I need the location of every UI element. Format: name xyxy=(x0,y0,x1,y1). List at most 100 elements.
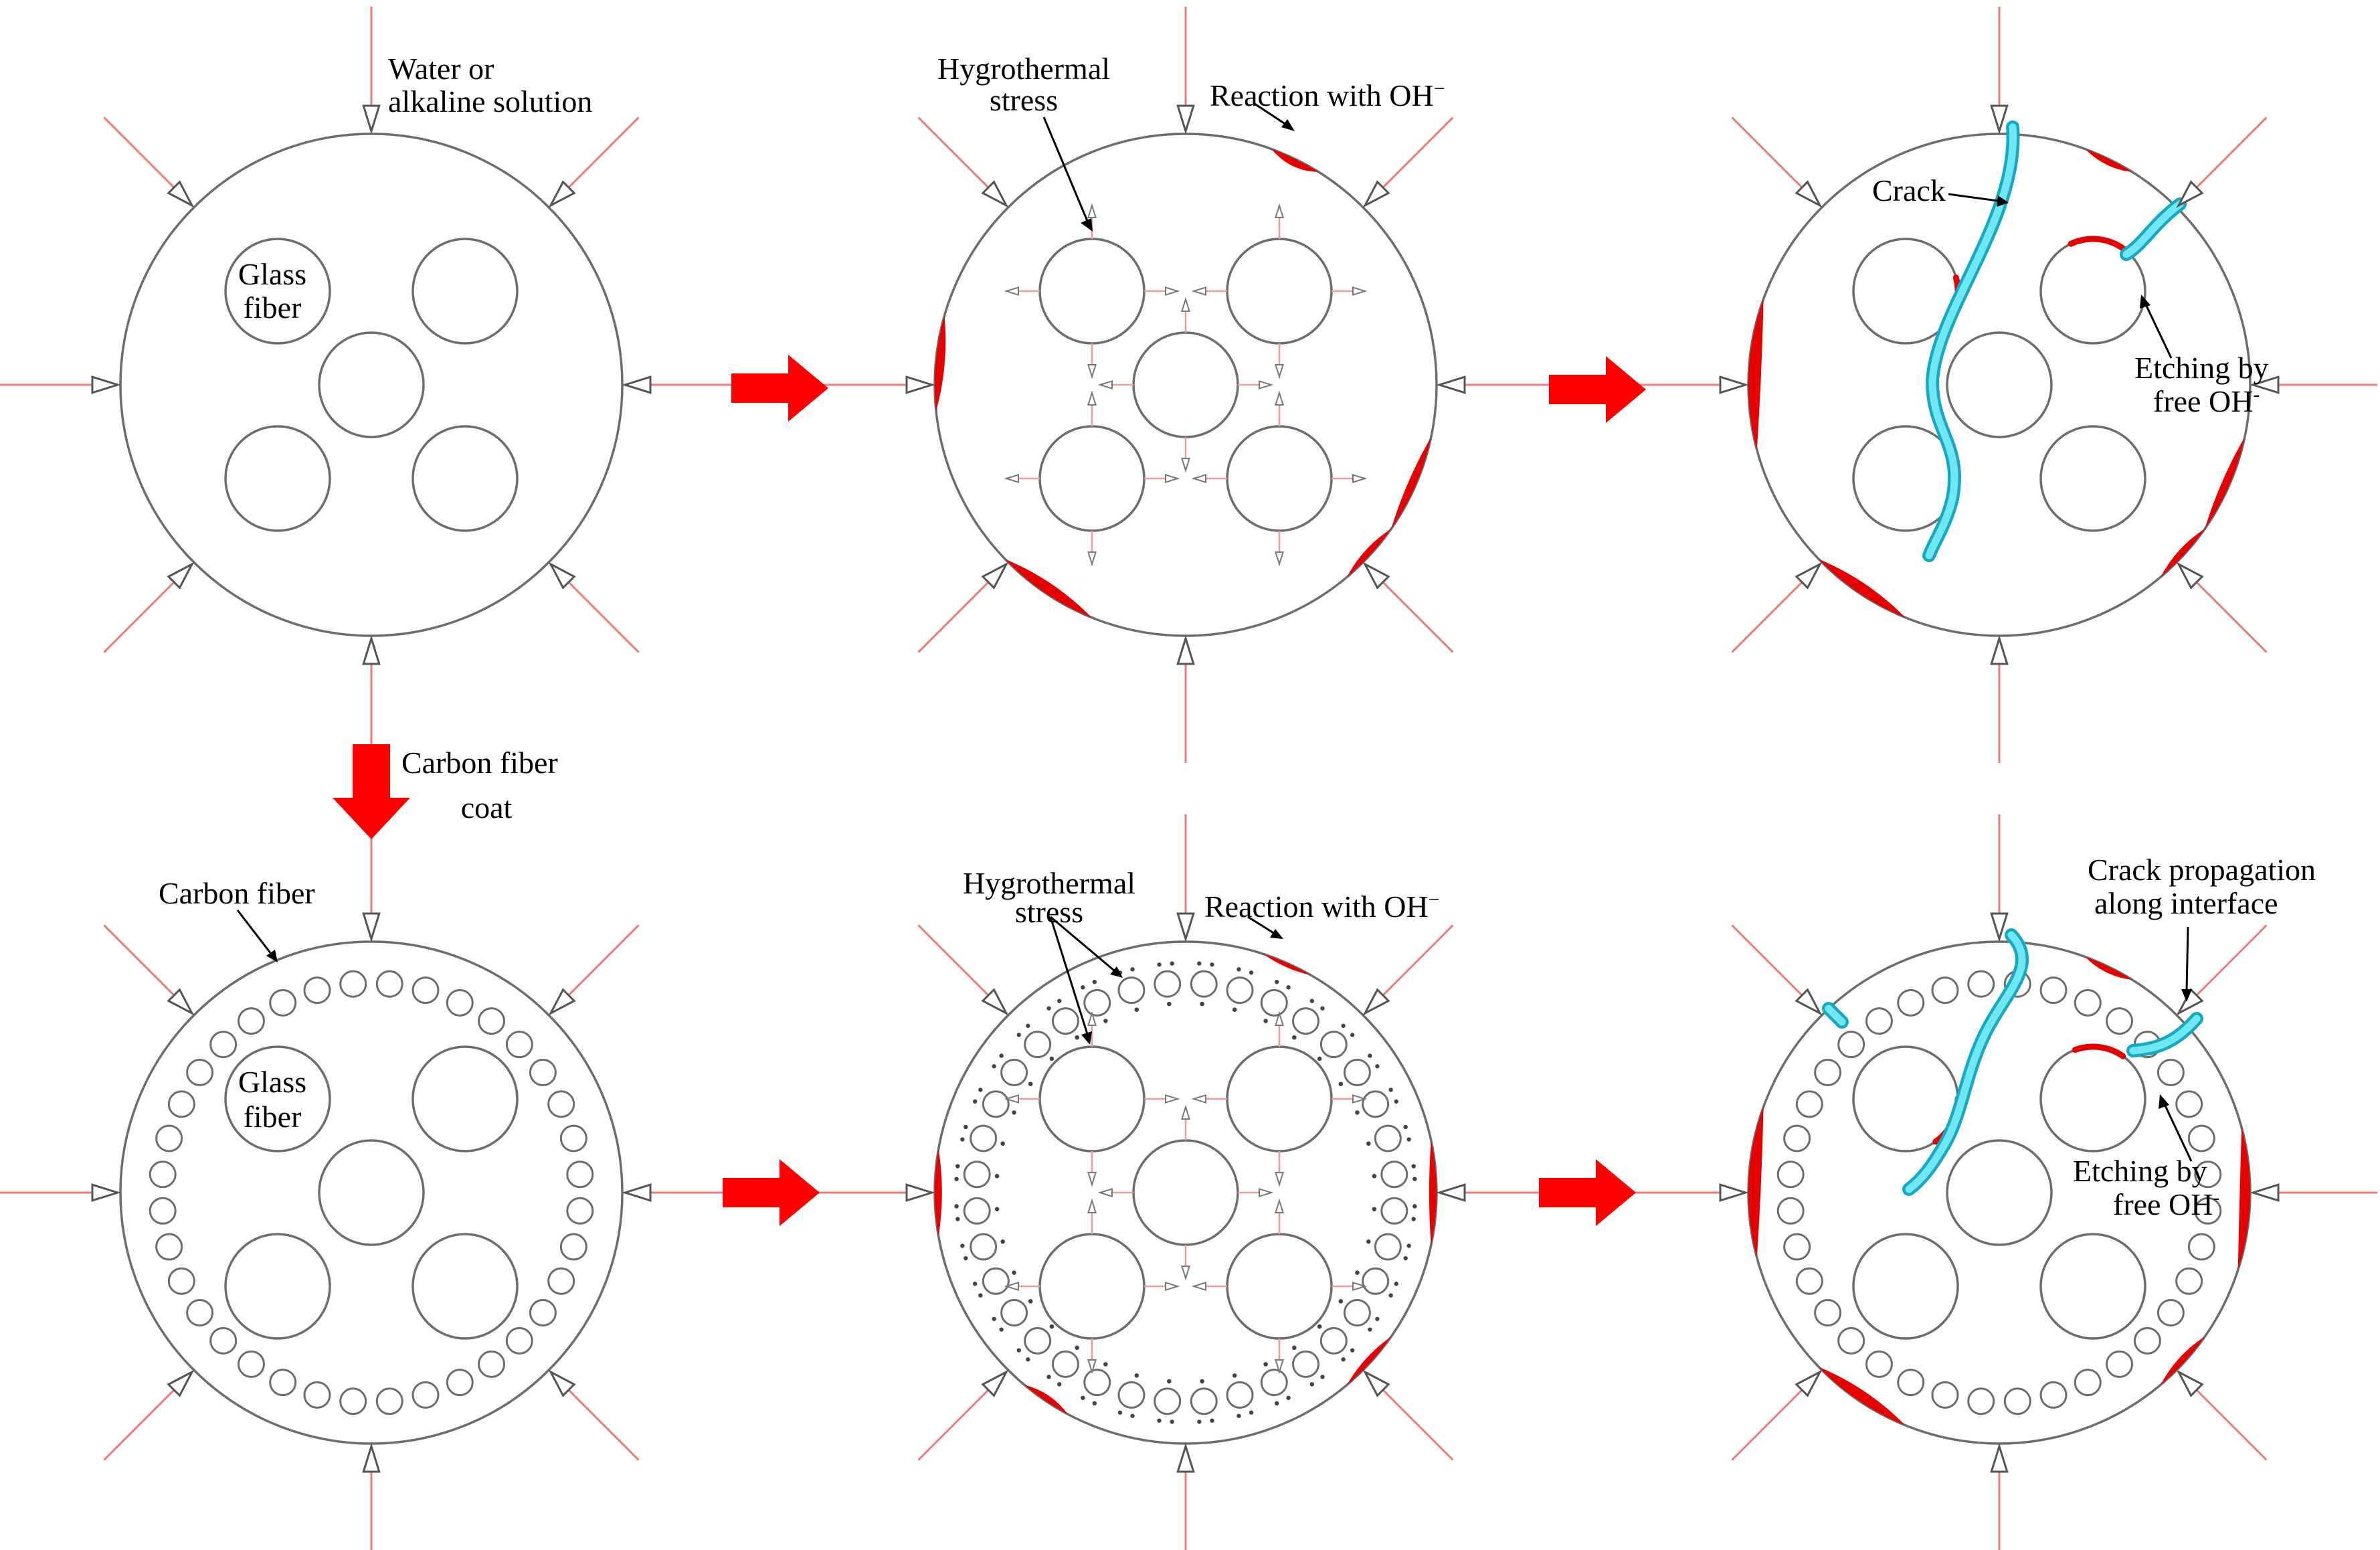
process-arrow-icon-2 xyxy=(1549,356,1646,423)
p4-attack-ray-135 xyxy=(103,1388,176,1461)
leader-hygro-2a-arrowhead xyxy=(1110,966,1123,978)
p4-carbon-fiber-18 xyxy=(339,1387,367,1415)
p5-carbon-fiber-6 xyxy=(1362,1090,1390,1118)
p2-stress-arrow-icon-2-0 xyxy=(1259,380,1274,390)
p1-attack-arrow-icon-45 xyxy=(548,562,576,590)
process-arrow-icon-4 xyxy=(1539,1159,1636,1226)
p5-stress-dot-o-22--1 xyxy=(1026,1357,1030,1362)
p5-stress-arrow-icon-2-270 xyxy=(1181,1104,1190,1120)
p3-reaction-zone-2 xyxy=(1748,298,1764,450)
p5-stress-dot-o-27-1 xyxy=(955,1164,960,1169)
p5-attack-ray-45 xyxy=(1381,1388,1454,1461)
p5-stress-dot-i-23-1 xyxy=(1028,1299,1033,1304)
p5-attack-ray-225 xyxy=(917,924,990,997)
p5-attack-arrow-icon-180 xyxy=(905,1183,936,1202)
p5-stress-dot-o-12-1 xyxy=(1368,1327,1372,1332)
p5-stress-dot-i-3-1 xyxy=(1292,1035,1297,1040)
p5-stress-arrow-icon-3-0 xyxy=(1165,1282,1180,1291)
leader-reaction-2-arrowhead xyxy=(1270,929,1283,939)
p5-stress-dot-o-2--1 xyxy=(1274,980,1279,984)
label-hygrothermal-1-line2: stress xyxy=(990,83,1058,117)
p5-glass-fiber-1 xyxy=(1226,1045,1333,1152)
p5-stress-dot-i-14-1 xyxy=(1292,1345,1297,1351)
p3-reaction-zone-0 xyxy=(2085,149,2132,172)
label-hygrothermal-2-line1: Hygrothermal xyxy=(963,866,1135,900)
p6-attack-ray-45 xyxy=(2195,1388,2268,1461)
label-hygrothermal-2-line2: stress xyxy=(1015,895,1083,929)
leader-hygro-1-arrowhead xyxy=(1081,218,1093,232)
p6-carbon-fiber-19 xyxy=(1931,1381,1959,1409)
p2-stress-arrow-icon-1-270 xyxy=(1275,203,1284,218)
p3-reaction-zone-1 xyxy=(2205,436,2245,529)
p5-stress-arrow-icon-0-0 xyxy=(1165,1094,1180,1104)
p5-carbon-fiber-7 xyxy=(1374,1124,1402,1152)
p4-carbon-fiber-1 xyxy=(411,976,440,1005)
p2-stress-arrow-icon-3-90 xyxy=(1087,551,1097,567)
p3-crack-main-highlight xyxy=(1925,123,2017,559)
p5-carbon-fiber-35 xyxy=(1154,970,1182,998)
p5-carbon-fiber-30 xyxy=(1000,1058,1028,1086)
p5-stress-arrow-icon-0-180 xyxy=(1004,1094,1019,1104)
p4-carbon-fiber-20 xyxy=(269,1369,297,1397)
p4-attack-ray-45 xyxy=(567,1388,640,1461)
p6-carbon-fiber-2 xyxy=(2074,988,2102,1017)
p5-stress-dot-o-3-1 xyxy=(1320,1006,1325,1011)
p5-carbon-fiber-15 xyxy=(1260,1369,1288,1397)
p3-crack-branch-highlight xyxy=(2122,200,2184,258)
p2-stress-arrow-icon-0-0 xyxy=(1165,286,1180,296)
p5-stress-dot-i-7-1 xyxy=(1366,1141,1371,1146)
p6-carbon-fiber-27 xyxy=(1776,1160,1805,1189)
p3-attack-arrow-icon-270 xyxy=(1990,104,2009,135)
p4-carbon-fiber-33 xyxy=(269,988,297,1017)
p4-carbon-fiber-10 xyxy=(559,1233,587,1261)
p2-stress-arrow-icon-0-180 xyxy=(1004,286,1019,296)
leader-reaction-1-arrowhead xyxy=(1281,119,1295,131)
p6-glass-fiber-2 xyxy=(1946,1139,2053,1246)
p6-reaction-zone-2 xyxy=(1748,1106,1764,1258)
p6-reaction-zone-0 xyxy=(2085,956,2132,980)
p5-reaction-zone-4 xyxy=(1347,1337,1392,1385)
p5-attack-arrow-icon-90 xyxy=(1176,1442,1195,1473)
p6-attack-ray-315 xyxy=(2195,924,2268,997)
p2-reaction-zone-4 xyxy=(1347,529,1392,578)
p5-reaction-zone-2 xyxy=(935,1148,942,1237)
p5-stress-dot-o-4-1 xyxy=(1350,1033,1355,1037)
p5-stress-dot-i-29-1 xyxy=(1012,1110,1016,1115)
p5-carbon-fiber-21 xyxy=(1051,1350,1079,1378)
p6-attack-arrow-icon-90 xyxy=(1990,1442,2009,1473)
p5-stress-dot-o-13-1 xyxy=(1341,1357,1346,1362)
p1-attack-ray-315 xyxy=(567,116,640,189)
p6-carbon-fiber-33 xyxy=(1897,988,1925,1017)
p6-reaction-zone-3 xyxy=(1819,1367,1906,1426)
p5-stress-dot-i-9-1 xyxy=(1372,1207,1377,1211)
p5-stress-dot-o-24--1 xyxy=(978,1293,983,1298)
p5-stress-dot-i-26-1 xyxy=(994,1207,1000,1211)
p5-stress-dot-o-22-1 xyxy=(1016,1348,1021,1353)
p5-stress-dot-i-20-1 xyxy=(1103,1362,1108,1367)
p6-attack-arrow-icon-180 xyxy=(1719,1183,1750,1202)
p5-glass-fiber-0 xyxy=(1038,1045,1146,1152)
p4-carbon-fiber-29 xyxy=(167,1090,195,1118)
p6-carbon-fiber-14 xyxy=(2106,1350,2134,1378)
p5-stress-dot-o-17-1 xyxy=(1197,1419,1202,1424)
p5-stress-dot-o-19-1 xyxy=(1117,1410,1123,1415)
p4-carbon-fiber-4 xyxy=(505,1031,533,1059)
p5-carbon-fiber-24 xyxy=(982,1267,1010,1295)
p5-stress-dot-o-25--1 xyxy=(964,1256,968,1261)
p5-stress-dot-o-1--1 xyxy=(1237,967,1241,972)
p2-attack-ray-135 xyxy=(917,580,990,653)
leader-carbon-fiber-arrowhead xyxy=(266,950,278,962)
p1-attack-arrow-icon-135 xyxy=(167,562,195,590)
p5-carbon-fiber-2 xyxy=(1260,988,1288,1017)
p2-attack-ray-225 xyxy=(917,116,990,189)
p3-attack-arrow-icon-180 xyxy=(1719,375,1750,394)
p2-glass-fiber-2 xyxy=(1132,331,1239,438)
p5-stress-dot-o-15--1 xyxy=(1286,1395,1291,1400)
p2-stress-arrow-icon-4-0 xyxy=(1352,474,1368,483)
p6-carbon-fiber-35 xyxy=(1967,970,1995,998)
p6-carbon-fiber-15 xyxy=(2074,1369,2102,1397)
p5-carbon-fiber-31 xyxy=(1024,1031,1052,1059)
p5-carbon-fiber-27 xyxy=(963,1160,991,1189)
leader-etch-2-arrowhead xyxy=(2159,1094,2169,1109)
